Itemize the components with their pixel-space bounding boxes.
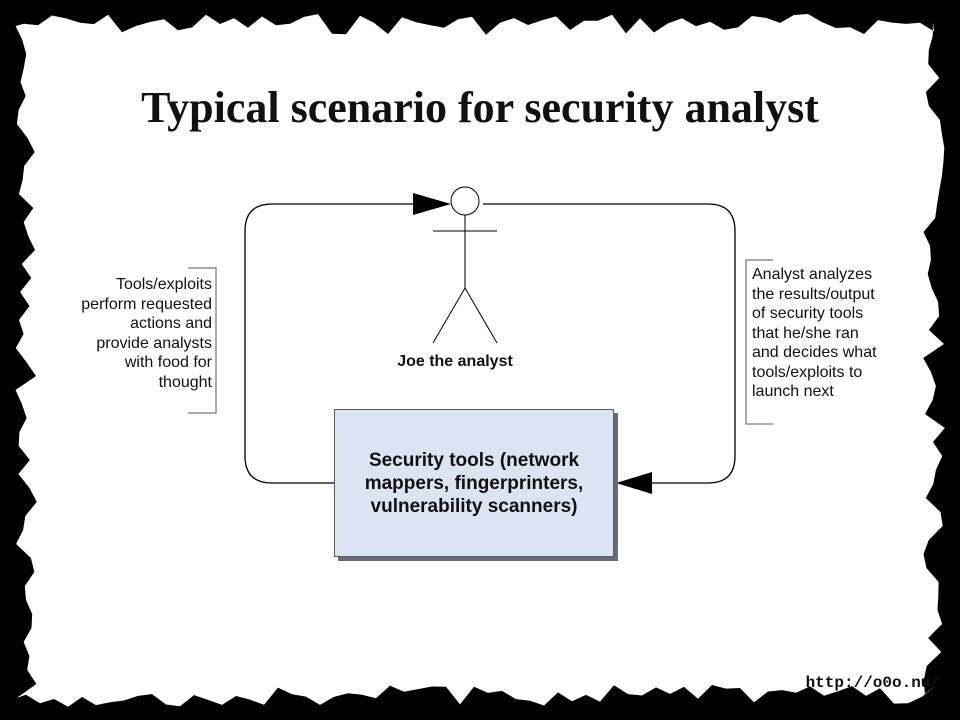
security-tools-box: Security tools (network mappers, fingerp… (334, 409, 614, 557)
left-note-bracket (188, 267, 217, 414)
footer-url: http://o0o.nu/ (805, 674, 940, 692)
right-note-bracket (745, 259, 773, 425)
torn-paper-page (15, 14, 945, 707)
slide-title: Typical scenario for security analyst (141, 83, 819, 132)
arrowhead-to-analyst (413, 193, 451, 215)
arrowhead-to-tools (616, 472, 652, 494)
loop-connector-left (244, 203, 415, 484)
analyst-stick-figure-icon (432, 186, 498, 344)
security-tools-label: Security tools (network mappers, fingerp… (364, 449, 584, 517)
actor-label: Joe the analyst (397, 353, 513, 370)
left-annotation-text: Tools/exploits perform requested actions… (81, 276, 212, 391)
loop-connector-right (483, 203, 736, 484)
right-annotation-text: Analyst analyzes the results/output of s… (752, 266, 877, 400)
